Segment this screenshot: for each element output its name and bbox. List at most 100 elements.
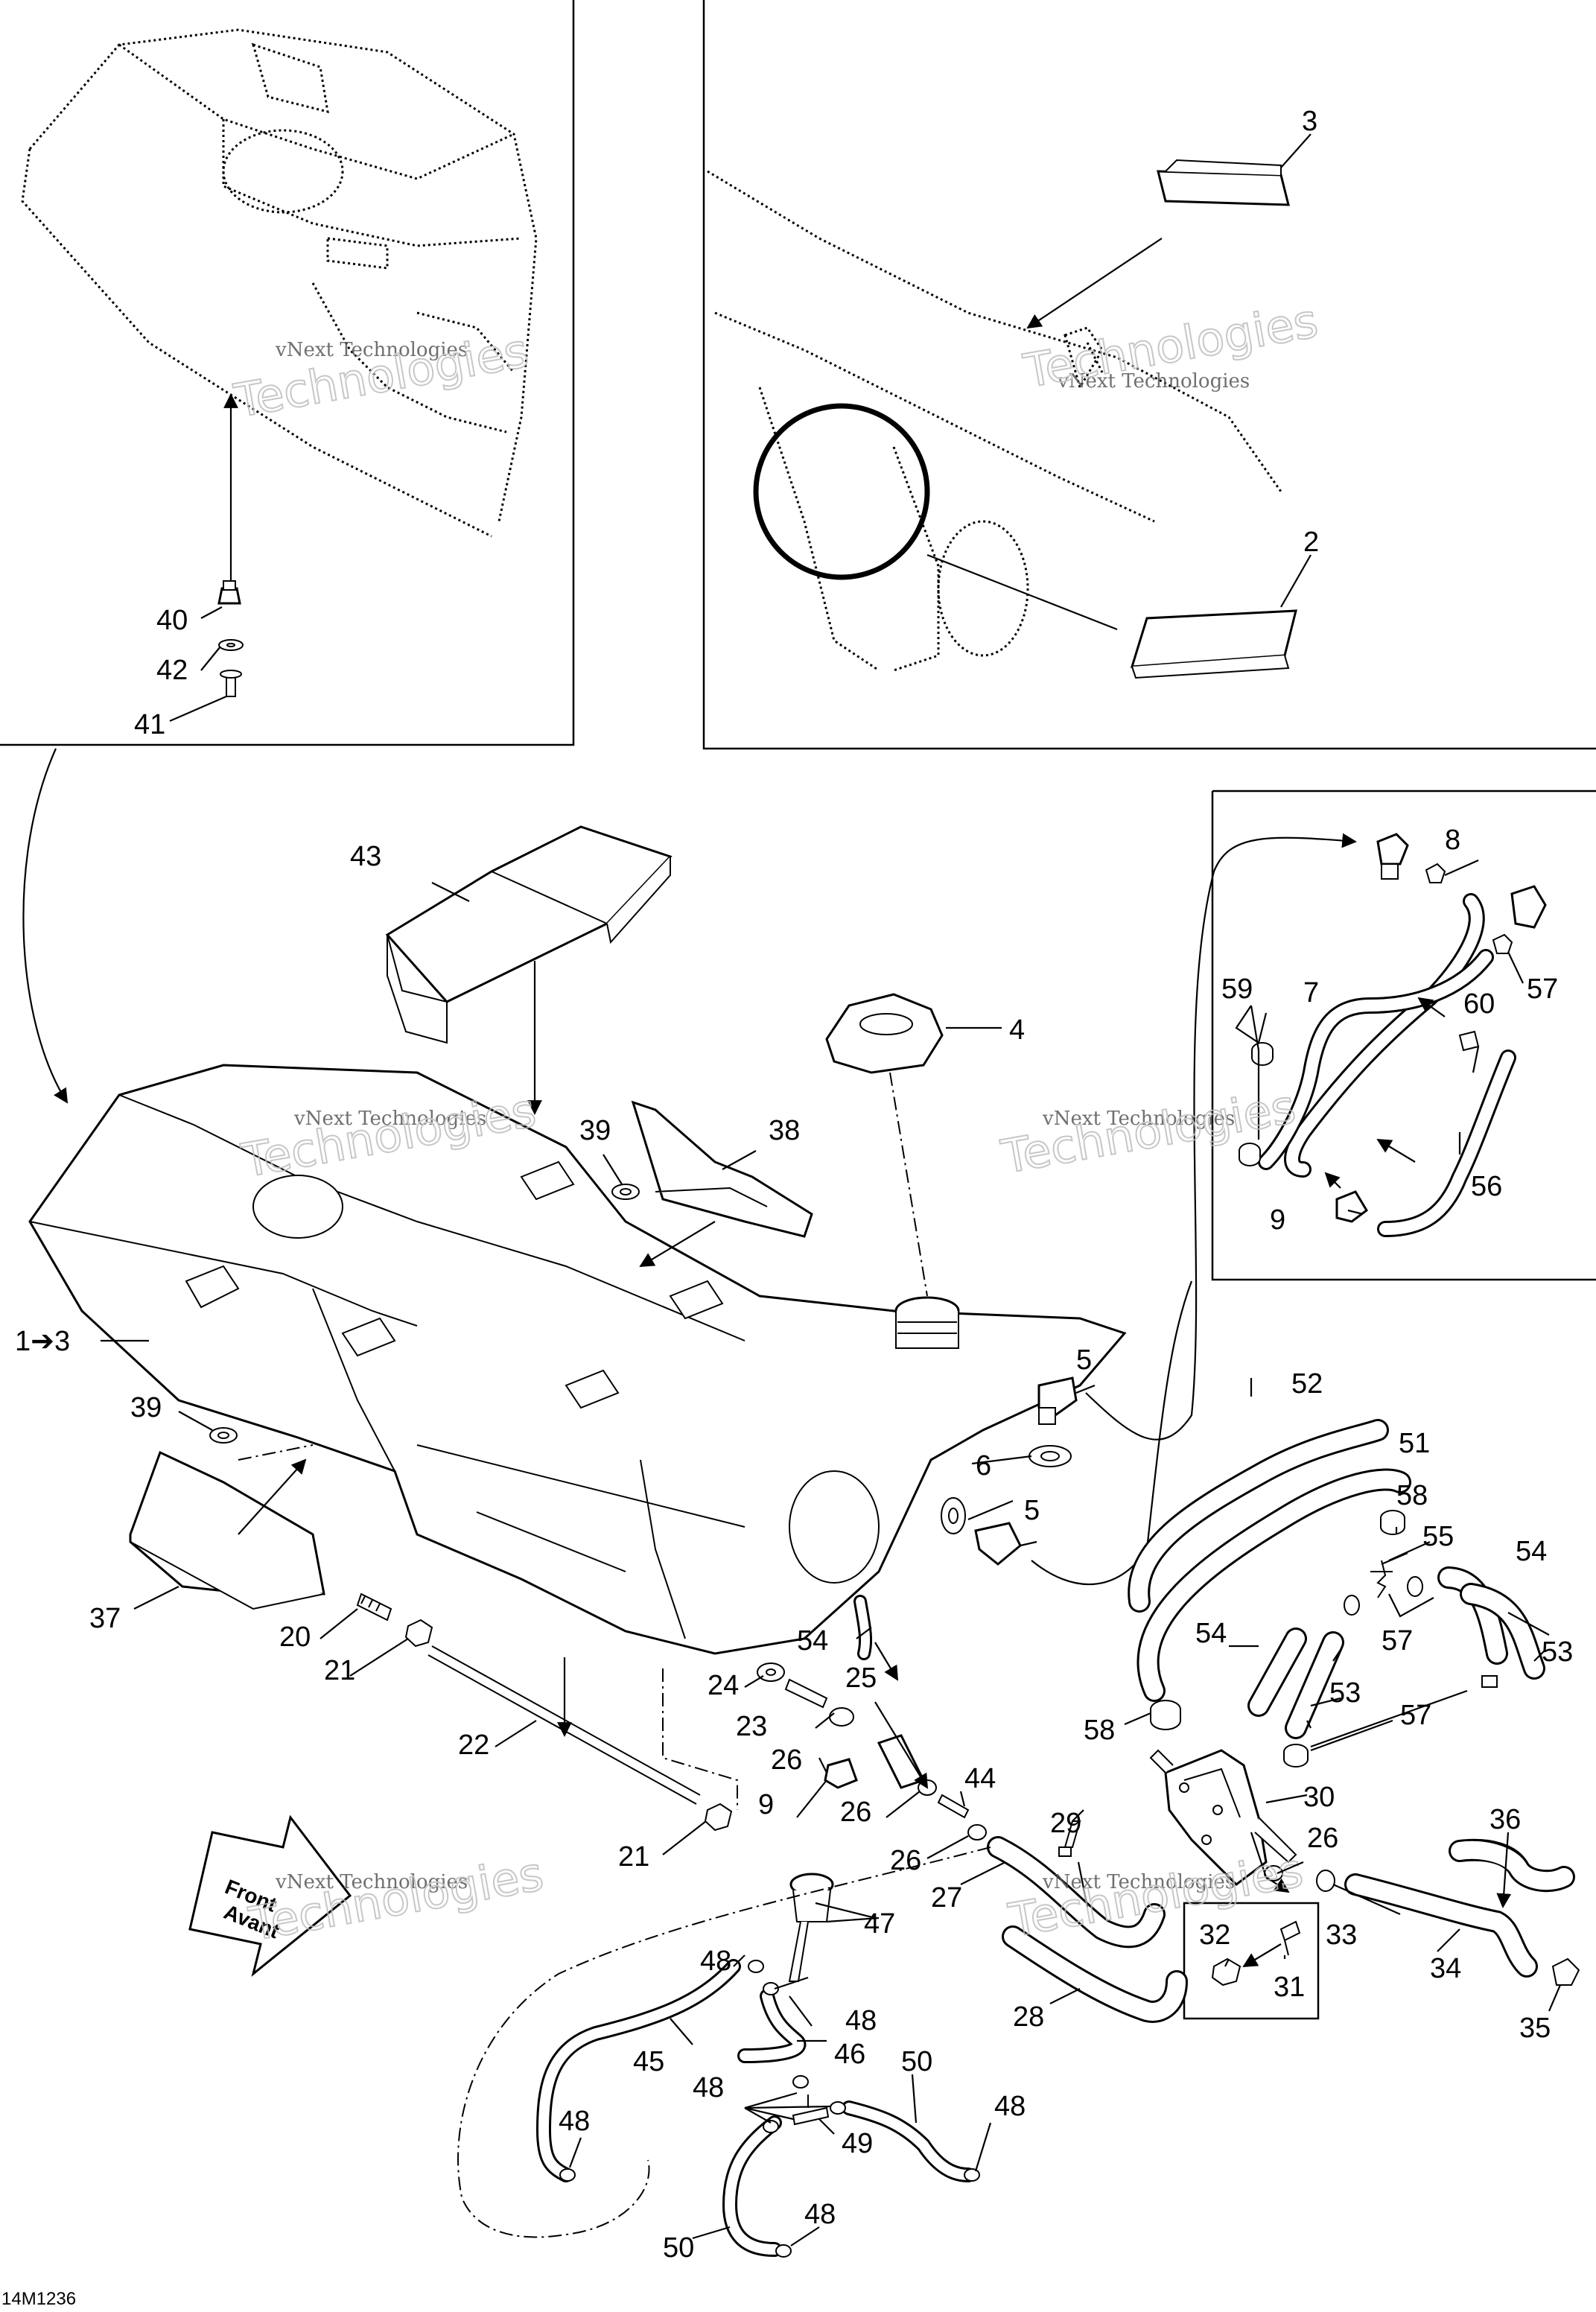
nut-21-upper bbox=[404, 1619, 433, 1648]
fuel-cap-4 bbox=[825, 993, 944, 1074]
watermark-text-2: vNext Technologies bbox=[1057, 370, 1250, 393]
callout-55: 55 bbox=[1422, 1521, 1454, 1552]
callout-51: 51 bbox=[1399, 1428, 1430, 1459]
seat-cover-inset-drawing bbox=[21, 28, 538, 538]
nut-32 bbox=[1211, 1957, 1241, 1987]
breather-cap-47 bbox=[788, 1873, 834, 1982]
clamp-57-right bbox=[1407, 1576, 1423, 1597]
callout-50-left: 50 bbox=[663, 2232, 694, 2264]
hose-52 bbox=[1128, 1419, 1389, 1613]
callout-20: 20 bbox=[279, 1622, 311, 1653]
tee-44 bbox=[937, 1794, 970, 1819]
callout-numbers: 3 2 40 42 41 43 4 39 38 1➔3 39 37 20 21 … bbox=[15, 106, 1573, 2264]
callout-39-upper: 39 bbox=[579, 1115, 611, 1146]
inset-frame-top-left bbox=[0, 0, 575, 746]
callout-54-pickup: 54 bbox=[797, 1625, 828, 1657]
hose-45 bbox=[536, 1959, 741, 2182]
callout-41: 41 bbox=[134, 709, 165, 740]
callout-57-low: 57 bbox=[1400, 1700, 1431, 1731]
clamp-8 bbox=[1425, 863, 1446, 883]
callout-56: 56 bbox=[1471, 1171, 1502, 1202]
callout-50-right: 50 bbox=[901, 2046, 932, 2077]
nut-21-lower bbox=[704, 1803, 733, 1832]
grommet-39-lower bbox=[209, 1427, 238, 1444]
callout-leaders bbox=[101, 133, 1562, 2246]
callout-57-top: 57 bbox=[1527, 974, 1558, 1005]
fuel-tank bbox=[28, 1064, 1127, 1655]
hose-36 bbox=[1449, 1838, 1575, 1893]
hose-34 bbox=[1344, 1873, 1538, 1978]
callout-21-lower: 21 bbox=[618, 1841, 649, 1873]
inset-frame-pump-bolts bbox=[1183, 1902, 1320, 2020]
tee-49 bbox=[792, 2095, 830, 2126]
callout-47: 47 bbox=[864, 1908, 895, 1940]
hose-7 bbox=[1258, 893, 1494, 1178]
clamp-48-h bbox=[559, 2168, 576, 2182]
callout-7: 7 bbox=[1303, 977, 1319, 1009]
callout-23: 23 bbox=[736, 1711, 767, 1742]
grommet-39-upper bbox=[611, 1184, 640, 1200]
clamp-48-a bbox=[748, 1960, 764, 1973]
callout-25: 25 bbox=[845, 1662, 877, 1694]
clamp-26-c bbox=[967, 1824, 987, 1841]
callout-45: 45 bbox=[633, 2046, 664, 2077]
hose-50-left bbox=[722, 2115, 782, 2257]
washer-42 bbox=[218, 639, 244, 651]
clamp-58-low bbox=[1150, 1700, 1181, 1730]
callout-44: 44 bbox=[964, 1763, 996, 1794]
watermark-large-4: Technologies bbox=[997, 1079, 1300, 1184]
clamp-59-a bbox=[1251, 1042, 1274, 1066]
hose-51 bbox=[1136, 1468, 1411, 1702]
callout-53-mid: 53 bbox=[1329, 1677, 1361, 1709]
callout-58-upper: 58 bbox=[1396, 1480, 1428, 1511]
filler-neck bbox=[894, 1296, 960, 1349]
callout-58-low: 58 bbox=[1084, 1715, 1115, 1746]
clamp-48-e bbox=[830, 2101, 846, 2115]
watermark-text-4: vNext Technologies bbox=[1042, 1108, 1235, 1130]
inset-frame-top-right bbox=[702, 0, 1596, 750]
callout-46: 46 bbox=[834, 2039, 865, 2070]
clamp-48-b bbox=[763, 1982, 779, 1995]
hose-54-pickup bbox=[853, 1595, 873, 1660]
nut-40 bbox=[217, 580, 241, 605]
clamp-48-g bbox=[775, 2244, 792, 2258]
pad-3 bbox=[1157, 159, 1290, 206]
callout-49: 49 bbox=[842, 2128, 873, 2159]
callout-1-to-3: 1➔3 bbox=[15, 1326, 70, 1357]
grommet-6-lower bbox=[941, 1497, 966, 1534]
callout-37: 37 bbox=[89, 1603, 121, 1634]
callout-40: 40 bbox=[156, 605, 188, 636]
washer-24 bbox=[757, 1662, 785, 1682]
callout-32: 32 bbox=[1199, 1919, 1230, 1951]
grommet-6-upper bbox=[1029, 1445, 1072, 1467]
clamp-48-c bbox=[792, 2075, 809, 2089]
tank-front-inset-drawing bbox=[707, 170, 1282, 672]
callout-4: 4 bbox=[1009, 1014, 1025, 1046]
callout-24: 24 bbox=[708, 1670, 739, 1701]
callout-8: 8 bbox=[1445, 825, 1460, 856]
pad-2 bbox=[1130, 609, 1297, 679]
callout-26-b: 26 bbox=[840, 1797, 871, 1828]
fitting-20 bbox=[356, 1592, 392, 1622]
hose-50-right bbox=[842, 2100, 976, 2182]
callout-48-e: 48 bbox=[994, 2091, 1026, 2122]
callout-28: 28 bbox=[1013, 2001, 1044, 2033]
callout-3: 3 bbox=[1302, 106, 1317, 137]
callout-48-f: 48 bbox=[804, 2199, 836, 2230]
hose-53-mid bbox=[1285, 1631, 1344, 1739]
clamp-57-top bbox=[1492, 933, 1513, 954]
callout-57-mid: 57 bbox=[1382, 1625, 1413, 1657]
callout-26-d: 26 bbox=[1307, 1823, 1338, 1854]
pad-43 bbox=[385, 825, 673, 1044]
callout-5-upper: 5 bbox=[1076, 1344, 1092, 1376]
callout-54-mid: 54 bbox=[1195, 1618, 1227, 1649]
callout-36: 36 bbox=[1490, 1804, 1521, 1835]
front-direction-arrow: Front Avant bbox=[188, 1814, 352, 1977]
panel-37 bbox=[129, 1450, 325, 1610]
callout-26-a: 26 bbox=[771, 1744, 802, 1776]
clamp-26-a bbox=[829, 1707, 854, 1727]
hose-28 bbox=[1002, 1925, 1188, 2023]
clamp-57-low bbox=[1283, 1744, 1309, 1768]
hose-54-mid bbox=[1247, 1627, 1307, 1717]
clamp-35 bbox=[1551, 1957, 1580, 1986]
